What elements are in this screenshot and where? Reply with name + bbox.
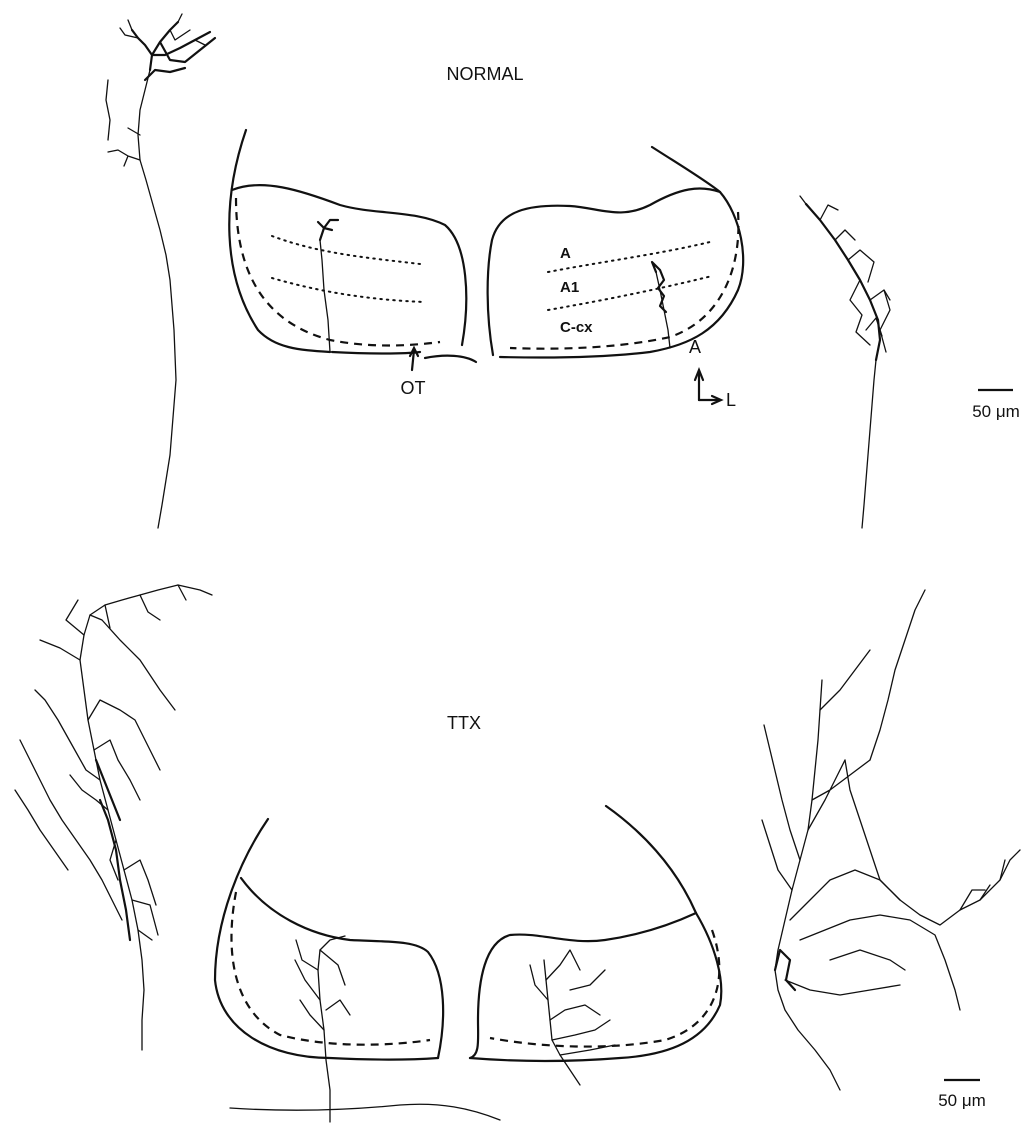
normal-left-outer-curve: [229, 130, 330, 352]
layer-label-a: A: [560, 245, 571, 262]
ot-label: OT: [401, 378, 426, 398]
normal-panel: NORMAL OT A A1 C-cx A: [106, 14, 1020, 528]
ttx-left-dashed: [231, 892, 430, 1045]
normal-scale-label: 50 μm: [972, 402, 1020, 421]
ttx-scale-label: 50 μm: [938, 1091, 986, 1110]
axis-right-label: L: [726, 390, 736, 410]
ttx-right-outer-curve: [470, 806, 721, 1061]
axis-up-label: A: [689, 337, 701, 357]
ttx-left-lobe-outline: [241, 878, 443, 1058]
ttx-right-neuron: [762, 590, 1020, 1090]
ttx-title: TTX: [447, 713, 481, 733]
ttx-right-dashed: [490, 930, 719, 1047]
normal-right-neuron: [800, 196, 890, 528]
normal-right-dashed: [510, 212, 738, 349]
layer-label-a1: A1: [560, 279, 579, 296]
normal-left-lobe-outline: [232, 185, 466, 345]
ttx-left-outer-curve: [215, 819, 438, 1060]
normal-left-neuron: [106, 14, 215, 528]
ttx-panel: TTX: [15, 585, 1020, 1122]
layer-label-c-cx: C-cx: [560, 319, 593, 336]
normal-right-lobe-outline: [488, 188, 720, 355]
ttx-left-neuron: [15, 585, 212, 1050]
ttx-right-lobe-outline: [470, 913, 696, 1058]
normal-right-outer-curve: [500, 147, 743, 357]
normal-title: NORMAL: [446, 64, 523, 84]
